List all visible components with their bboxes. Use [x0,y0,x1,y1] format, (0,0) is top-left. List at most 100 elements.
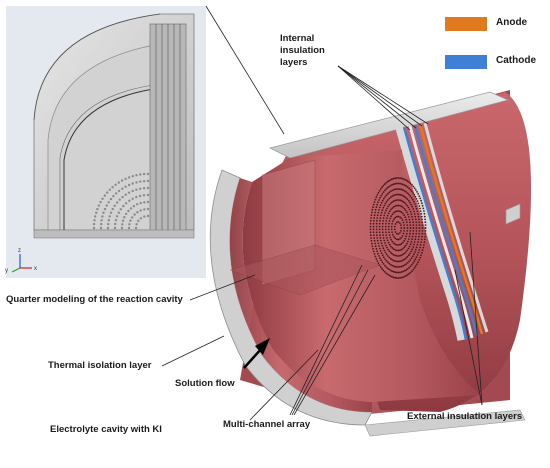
channel-dot [391,201,394,204]
channel-dot [127,176,131,179]
channel-dot [419,246,421,249]
channel-dot [409,252,411,255]
channel-dot [405,232,408,235]
channel-dot [372,203,375,206]
channel-dot [421,204,424,207]
channel-dot [412,246,415,248]
channel-dot [409,259,412,261]
channel-dot [392,248,395,251]
channel-dot [369,219,372,222]
channel-dot [391,240,394,243]
channel-dot [416,210,419,213]
channel-dot [378,199,380,201]
channel-dot [423,212,426,215]
channel-dot [384,258,386,260]
channel-dot [385,188,388,190]
channel-dot [382,217,385,220]
channel-dot [385,244,387,247]
channel-dot [409,265,412,268]
channel-dot [373,253,376,255]
channel-dot [372,219,375,222]
channel-dot [407,216,410,218]
channel-dot [397,266,400,268]
channel-dot [375,225,378,228]
multi-channel-array [369,177,427,279]
channel-dot [395,271,398,274]
channel-dot [380,259,382,262]
channel-dot [379,234,381,237]
channel-dot [389,275,392,277]
channel-dot [109,197,113,201]
channel-dot [369,228,372,231]
channel-dot [424,235,426,238]
channel-dot [406,268,409,270]
channel-dot [386,180,389,183]
channel-dot [120,179,124,182]
channel-dot [391,183,393,186]
channel-dot [143,215,146,218]
channel-dot [385,231,387,234]
channel-dot [392,270,395,273]
label-quarter-modeling: Quarter modeling of the reaction cavity [6,294,183,305]
channel-dot [409,271,412,274]
channel-dot [402,241,404,244]
channel-dot [389,257,392,260]
channel-dot [414,203,416,205]
channel-dot [385,194,388,197]
channel-dot [399,222,401,225]
channel-dot [375,228,378,231]
channel-dot [397,199,400,201]
channel-dot [392,206,395,208]
channel-dot [409,188,412,191]
channel-dot [395,255,398,257]
channel-dot [410,196,413,199]
channel-dot [377,192,380,194]
channel-dot [382,234,384,237]
channel-dot [418,249,421,251]
channel-dot [395,232,398,235]
channel-dot [374,211,376,214]
channel-dot [409,182,412,185]
channel-dot [402,206,404,209]
channel-dot [415,230,418,232]
channel-dot [413,210,415,213]
channel-dot [372,250,375,253]
channel-dot [405,235,408,238]
channel-dot [414,189,417,191]
channel-dot [419,244,422,246]
axis-y-label: y [5,268,8,274]
channel-dot [402,265,404,267]
channel-dot [376,194,379,196]
channel-dot [424,221,427,224]
channel-dot [405,197,407,199]
channel-dot [395,260,398,263]
channel-dot [411,255,414,258]
channel-dot [418,232,421,235]
channel-dot [420,254,422,257]
channel-dot [407,238,410,240]
channel-dot [385,200,388,203]
channel-dot [372,206,374,209]
channel-dot [373,214,376,217]
legend-cathode-swatch [445,55,487,69]
channel-dot [405,274,408,277]
channel-dot [403,269,406,272]
channel-dot [385,272,387,274]
channel-dot [414,258,417,261]
axis-x-label: x [34,266,37,272]
channel-dot [375,247,378,250]
channel-dot [416,200,419,203]
channel-dot [386,267,389,270]
channel-dot [394,249,397,251]
channel-dot [124,177,127,181]
channel-dot [96,207,99,211]
channel-dot [139,217,143,220]
channel-dot [404,237,407,240]
channel-dot [395,193,398,196]
channel-dot [399,271,401,274]
channel-dot [394,260,397,262]
channel-dot [402,212,404,215]
channel-dot [393,236,395,238]
channel-dot [420,212,423,215]
channel-dot [384,225,387,228]
